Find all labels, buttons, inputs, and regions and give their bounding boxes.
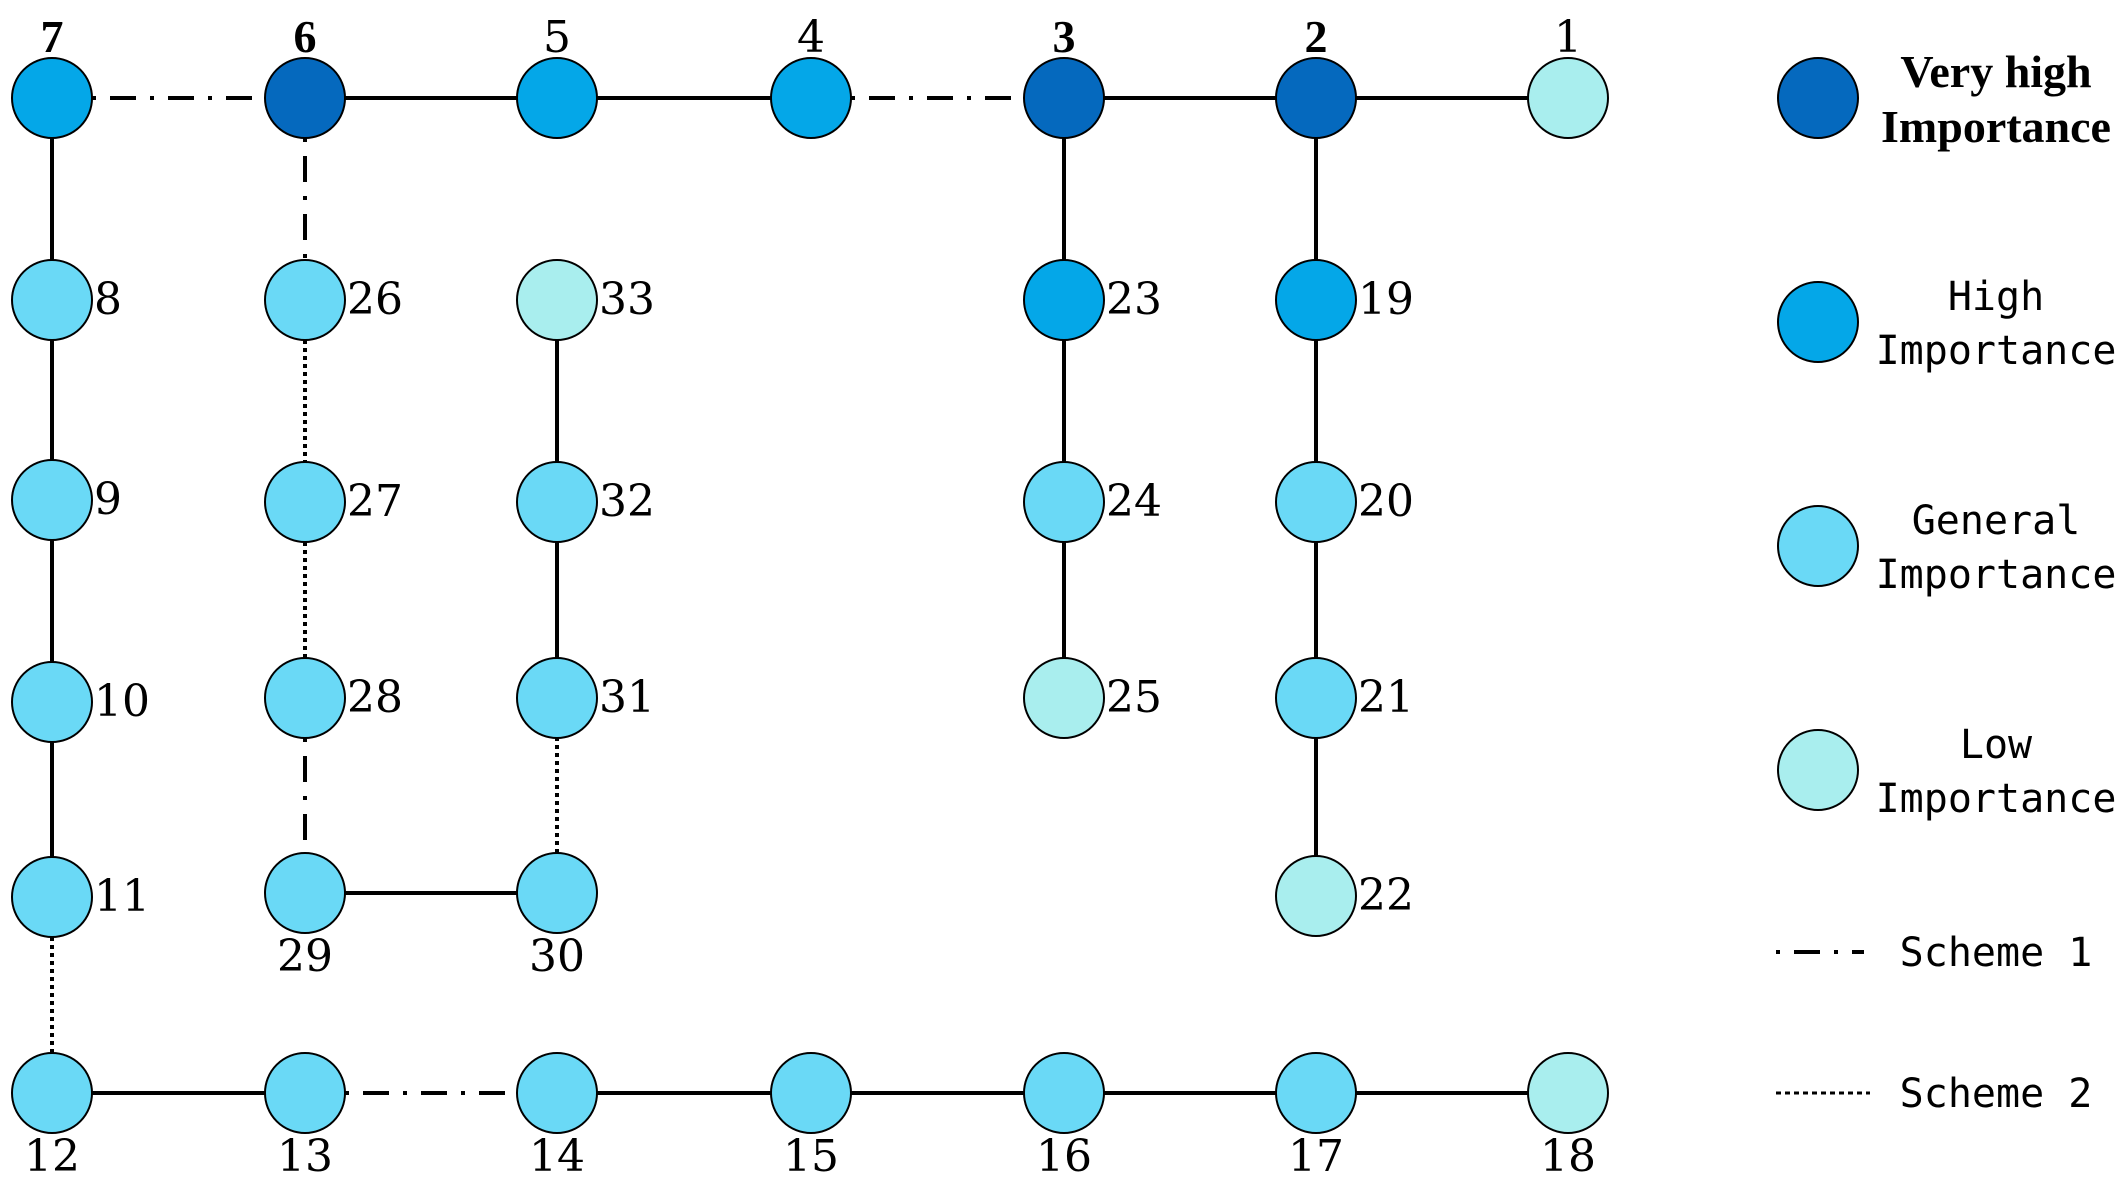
node-22: [1275, 855, 1357, 937]
legend-label-low-2: Importance: [1876, 776, 2117, 822]
legend: Very high Importance High Importance Gen…: [1776, 46, 2116, 1117]
node-label-25: 25: [1106, 672, 1162, 723]
legend-label-very-high-2: Importance: [1881, 101, 2111, 152]
node-15: [770, 1052, 852, 1134]
node-label-23: 23: [1106, 274, 1162, 325]
node-19: [1275, 259, 1357, 341]
legend-label-scheme-1: Scheme 1: [1900, 930, 2093, 976]
node-17: [1275, 1052, 1357, 1134]
node-label-32: 32: [599, 476, 655, 527]
node-28: [264, 657, 346, 739]
node-label-17: 17: [1288, 1131, 1344, 1182]
legend-label-low-1: Low: [1960, 722, 2033, 768]
legend-label-general-1: General: [1912, 498, 2081, 544]
node-label-14: 14: [529, 1131, 585, 1182]
node-label-19: 19: [1358, 274, 1414, 325]
node-label-11: 11: [94, 871, 150, 922]
node-label-26: 26: [347, 274, 403, 325]
node-label-31: 31: [599, 672, 655, 723]
node-27: [264, 461, 346, 543]
node-label-27: 27: [347, 476, 403, 527]
node-8: [11, 259, 93, 341]
legend-label-scheme-2: Scheme 2: [1900, 1071, 2093, 1117]
node-label-16: 16: [1036, 1131, 1092, 1182]
legend-label-high-1: High: [1948, 274, 2044, 320]
node-label-6: 6: [294, 11, 317, 62]
node-14: [516, 1052, 598, 1134]
node-33: [516, 259, 598, 341]
legend-label-general-2: Importance: [1876, 552, 2117, 598]
node-label-13: 13: [277, 1131, 333, 1182]
node-label-33: 33: [599, 274, 655, 325]
node-layer: [11, 57, 1609, 1134]
node-label-7: 7: [41, 11, 64, 62]
node-label-8: 8: [94, 274, 122, 325]
node-label-2: 2: [1305, 11, 1328, 62]
node-31: [516, 657, 598, 739]
node-label-18: 18: [1540, 1131, 1596, 1182]
node-label-4: 4: [797, 12, 825, 63]
node-label-20: 20: [1358, 476, 1414, 527]
node-2: [1275, 57, 1357, 139]
node-label-21: 21: [1358, 672, 1414, 723]
node-1: [1527, 57, 1609, 139]
node-label-15: 15: [783, 1131, 839, 1182]
legend-swatch-low: [1777, 729, 1859, 811]
node-21: [1275, 657, 1357, 739]
node-4: [770, 57, 852, 139]
node-label-24: 24: [1106, 476, 1162, 527]
node-12: [11, 1052, 93, 1134]
node-label-3: 3: [1053, 11, 1076, 62]
node-label-12: 12: [24, 1131, 80, 1182]
node-7: [11, 57, 93, 139]
node-label-29: 29: [277, 931, 333, 982]
node-23: [1023, 259, 1105, 341]
node-20: [1275, 461, 1357, 543]
node-24: [1023, 461, 1105, 543]
node-label-10: 10: [94, 676, 150, 727]
node-label-5: 5: [543, 12, 571, 63]
legend-swatch-very-high: [1777, 57, 1859, 139]
node-26: [264, 259, 346, 341]
node-3: [1023, 57, 1105, 139]
legend-swatch-general: [1777, 505, 1859, 587]
node-11: [11, 856, 93, 938]
node-18: [1527, 1052, 1609, 1134]
node-label-22: 22: [1358, 870, 1414, 921]
node-label-28: 28: [347, 672, 403, 723]
node-32: [516, 461, 598, 543]
node-9: [11, 459, 93, 541]
legend-label-high-2: Importance: [1876, 328, 2117, 374]
node-5: [516, 57, 598, 139]
legend-swatch-high: [1777, 281, 1859, 363]
legend-label-very-high-1: Very high: [1900, 46, 2091, 97]
node-13: [264, 1052, 346, 1134]
node-29: [264, 852, 346, 934]
node-label-1: 1: [1554, 12, 1582, 63]
node-label-30: 30: [529, 931, 585, 982]
node-6: [264, 57, 346, 139]
node-16: [1023, 1052, 1105, 1134]
node-25: [1023, 657, 1105, 739]
node-10: [11, 661, 93, 743]
node-label-9: 9: [94, 474, 122, 525]
node-30: [516, 852, 598, 934]
